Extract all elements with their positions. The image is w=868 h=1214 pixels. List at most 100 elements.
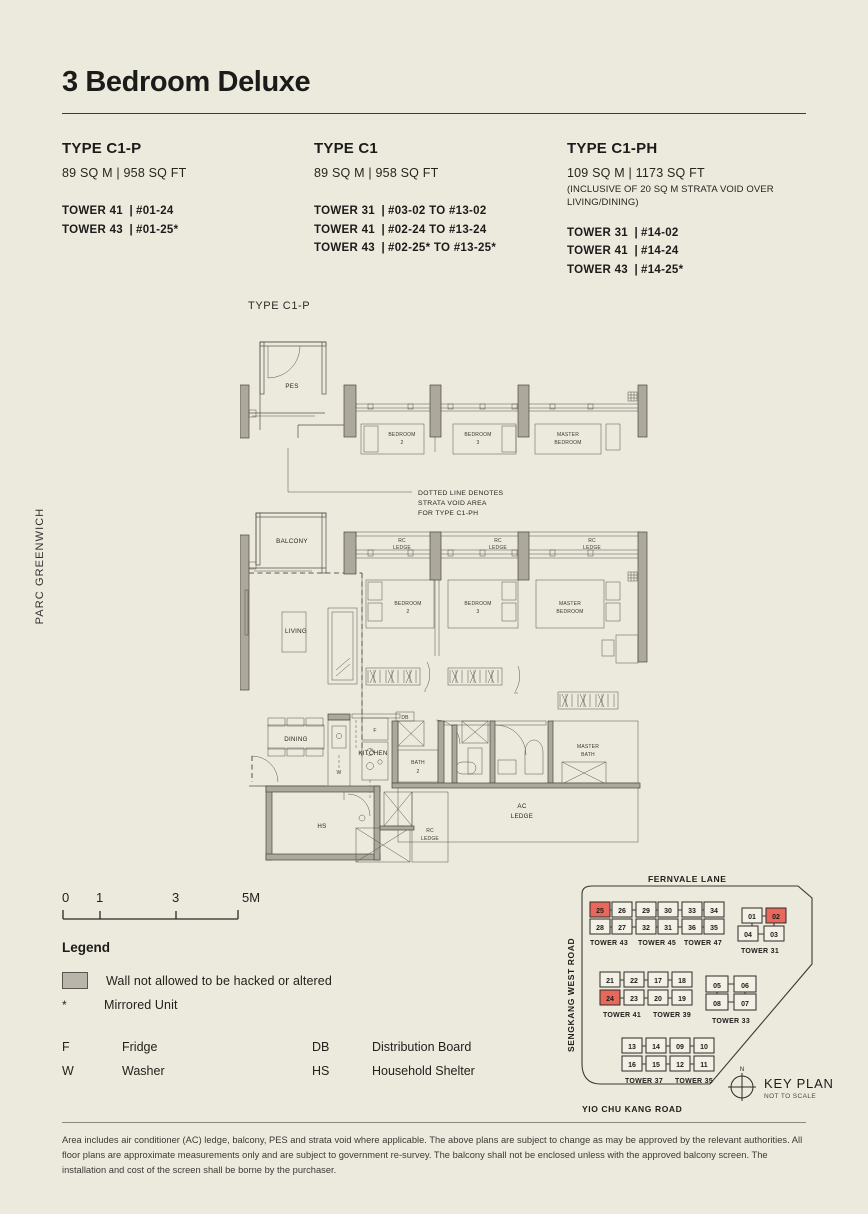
svg-text:W: W xyxy=(337,770,342,776)
floor-plan-svg: .w { fill:#ada89c; stroke:#4a4840; strok… xyxy=(240,341,648,863)
keyplan-unit: 24 xyxy=(606,996,614,1003)
abbrev-value: Washer xyxy=(122,1064,165,1078)
title-divider xyxy=(62,113,806,114)
unit-separator: | xyxy=(125,205,133,217)
abbrev-value: Distribution Board xyxy=(372,1040,472,1054)
legend-text: Wall not allowed to be hacked or altered xyxy=(106,973,332,988)
key-plan-svg: .kbox { fill:#f3f0e6; stroke:#2b2b26; st… xyxy=(566,874,834,1114)
tower-label: TOWER 43 xyxy=(62,223,123,236)
scale-tick-labels: 0 1 3 5M xyxy=(62,890,260,908)
svg-text:BEDROOM: BEDROOM xyxy=(388,432,415,438)
type-column-c1p: TYPE C1-P 89 SQ M | 958 SQ FT TOWER 41 |… xyxy=(62,140,312,239)
unit-list: TOWER 31 |#03-02 TO #13-02 TOWER 41 |#02… xyxy=(314,202,564,258)
svg-text:DB: DB xyxy=(401,715,409,721)
key-plan: .kbox { fill:#f3f0e6; stroke:#2b2b26; st… xyxy=(560,872,860,1117)
unit-line: TOWER 43 |#01-25* xyxy=(62,221,312,240)
abbrev-value: Fridge xyxy=(122,1040,158,1054)
keyplan-unit: 35 xyxy=(710,925,718,932)
footer-divider xyxy=(62,1122,806,1123)
svg-text:2: 2 xyxy=(407,609,410,615)
svg-text:BEDROOM: BEDROOM xyxy=(554,440,581,446)
keyplan-tower-label: TOWER 43 xyxy=(590,940,628,947)
road-label-left: SENGKANG WEST ROAD xyxy=(566,938,576,1052)
plan-section-label: TYPE C1-P xyxy=(248,300,311,312)
keyplan-unit: 16 xyxy=(628,1062,636,1069)
unit-number: #02-24 TO #13-24 xyxy=(388,223,487,236)
unit-separator: | xyxy=(377,242,385,255)
type-name: TYPE C1-P xyxy=(62,140,142,157)
abbreviation-row: W Washer HS Household Shelter xyxy=(62,1064,522,1078)
keyplan-unit: 34 xyxy=(710,908,718,915)
keyplan-unit: 28 xyxy=(596,925,604,932)
unit-list: TOWER 31 |#14-02 TOWER 41 |#14-24 TOWER … xyxy=(567,224,827,280)
unit-number: #14-02 xyxy=(641,226,679,239)
callout-line-1: DOTTED LINE DENOTES xyxy=(418,490,504,497)
legend-block: Legend Wall not allowed to be hacked or … xyxy=(62,940,482,1021)
svg-text:LEDGE: LEDGE xyxy=(421,836,439,842)
unit-separator: | xyxy=(377,223,385,236)
unit-separator: | xyxy=(630,226,638,239)
keyplan-unit: 22 xyxy=(630,978,638,985)
unit-number: #14-25* xyxy=(641,263,684,276)
svg-text:F: F xyxy=(373,728,376,734)
svg-text:DINING: DINING xyxy=(284,736,307,743)
unit-line: TOWER 41 |#01-24 xyxy=(62,202,312,221)
floor-plan-drawing: TYPE C1-P .w { fill:#ada89c; stroke:#4a4… xyxy=(240,300,660,890)
road-label-top: FERNVALE LANE xyxy=(648,874,726,884)
svg-text:BEDROOM: BEDROOM xyxy=(464,432,491,438)
svg-text:LIVING: LIVING xyxy=(285,628,307,635)
project-name-vertical: PARC GREENWICH xyxy=(34,507,46,625)
type-name: TYPE C1-PH xyxy=(567,140,658,157)
keyplan-unit: 02 xyxy=(772,914,780,921)
svg-text:LEDGE: LEDGE xyxy=(489,545,507,551)
keyplan-unit: 20 xyxy=(654,996,662,1003)
keyplan-group-north-west: 25 26 29 30 33 34 28 27 32 31 36 35 TOWE… xyxy=(589,901,725,947)
page-title: 3 Bedroom Deluxe xyxy=(62,66,311,98)
abbrev-key: HS xyxy=(312,1064,330,1078)
key-plan-title: KEY PLAN xyxy=(764,1076,834,1091)
scale-tick: 3 xyxy=(172,890,180,905)
svg-text:2: 2 xyxy=(417,769,420,775)
keyplan-unit: 03 xyxy=(770,932,778,939)
scale-tick: 5M xyxy=(242,890,261,905)
keyplan-group-tower-31: 01 02 04 03 TOWER 31 xyxy=(737,907,787,955)
abbrev-key: F xyxy=(62,1040,70,1054)
footer-disclaimer: Area includes air conditioner (AC) ledge… xyxy=(62,1135,803,1176)
svg-text:MASTER: MASTER xyxy=(557,432,579,438)
compass-icon: N xyxy=(728,1067,756,1101)
svg-text:BALCONY: BALCONY xyxy=(276,538,308,545)
svg-text:BEDROOM: BEDROOM xyxy=(394,601,421,607)
legend-row-mirrored: * Mirrored Unit xyxy=(62,998,482,1012)
type-column-c1ph: TYPE C1-PH 109 SQ M | 1173 SQ FT (INCLUS… xyxy=(567,140,827,280)
keyplan-group-tower-33: 05 06 08 07 TOWER 33 xyxy=(705,975,757,1025)
svg-text:HS: HS xyxy=(317,823,326,830)
keyplan-unit: 26 xyxy=(618,908,626,915)
unit-number: #02-25* TO #13-25* xyxy=(388,242,497,255)
type-area: 89 SQ M | 958 SQ FT xyxy=(62,166,187,180)
keyplan-unit: 19 xyxy=(678,996,686,1003)
type-name: TYPE C1 xyxy=(314,140,378,157)
keyplan-tower-label: TOWER 33 xyxy=(712,1018,750,1025)
abbrev-key: DB xyxy=(312,1040,330,1054)
unit-number: #14-24 xyxy=(641,245,679,258)
compass-north-label: N xyxy=(740,1067,744,1073)
keyplan-tower-label: TOWER 35 xyxy=(675,1078,713,1085)
scale-tick: 0 xyxy=(62,890,70,905)
type-area: 109 SQ M | 1173 SQ FT xyxy=(567,166,705,180)
unit-number: #01-24 xyxy=(136,205,174,217)
tower-label: TOWER 41 xyxy=(567,245,628,258)
svg-text:3: 3 xyxy=(477,609,480,615)
keyplan-unit: 08 xyxy=(713,1001,721,1008)
keyplan-tower-label: TOWER 31 xyxy=(741,948,779,955)
keyplan-group-south: 13 14 09 10 16 15 12 11 TOWER 37 TOWER 3… xyxy=(621,1037,715,1085)
keyplan-unit: 32 xyxy=(642,925,650,932)
upper-plan-group: PES xyxy=(240,341,648,455)
abbreviation-row: F Fridge DB Distribution Board xyxy=(62,1040,522,1054)
svg-text:RC: RC xyxy=(494,538,502,544)
unit-line: TOWER 43 |#14-25* xyxy=(567,261,827,280)
keyplan-unit: 25 xyxy=(596,908,604,915)
type-area: 89 SQ M | 958 SQ FT xyxy=(314,166,439,180)
keyplan-unit: 07 xyxy=(741,1001,749,1008)
keyplan-tower-label: TOWER 47 xyxy=(684,940,722,947)
